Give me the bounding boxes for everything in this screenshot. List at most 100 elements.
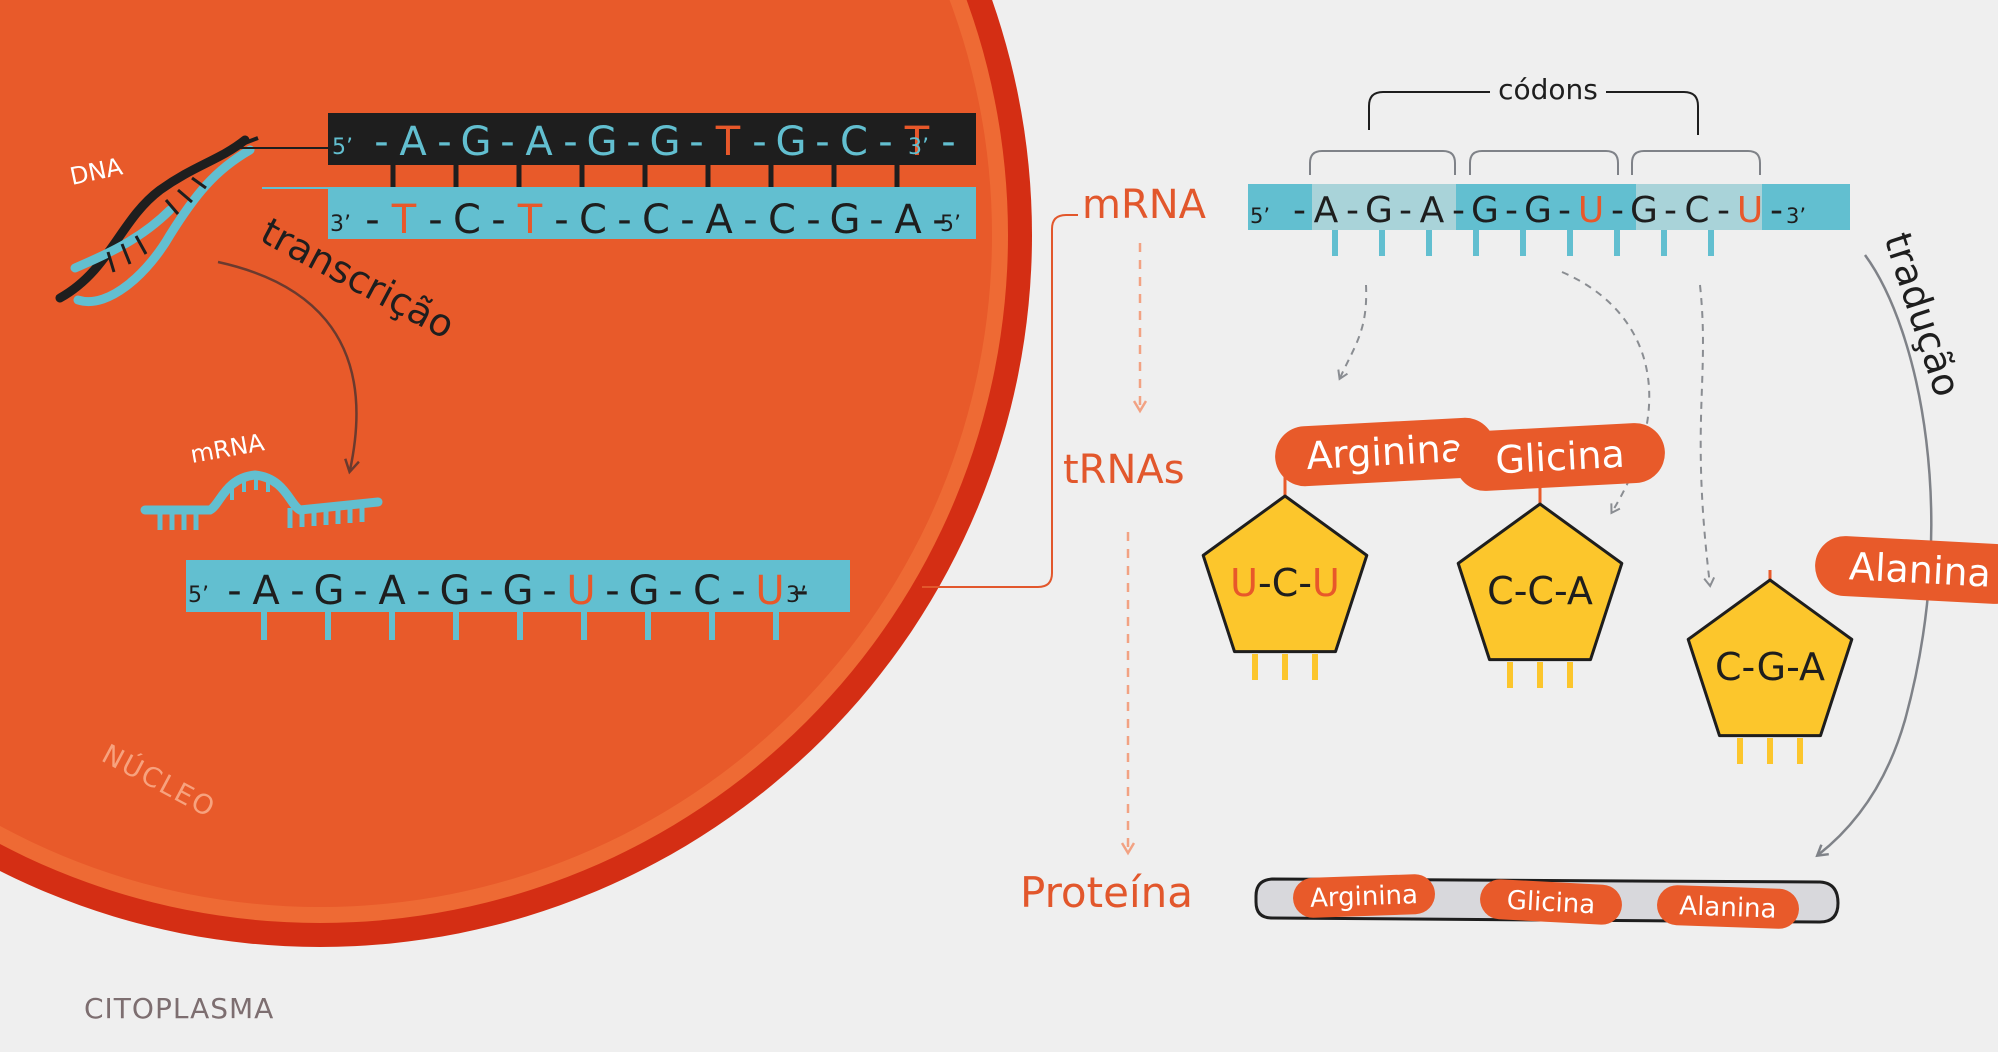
base-separator: - [290, 568, 304, 614]
protein-amino-acid-label: Alanina [1679, 891, 1777, 924]
dna-helix-icon [55, 135, 259, 306]
base-g: G [629, 568, 660, 614]
base-separator: - [554, 197, 568, 243]
base-c: C [693, 568, 721, 614]
base-a: A [399, 119, 427, 165]
protein-amino-acid: Alanina [1657, 885, 1799, 929]
base-separator: - [668, 568, 682, 614]
anticodon-base: C [1527, 569, 1554, 613]
base-separator: - [605, 568, 619, 614]
base-separator: - [1664, 190, 1677, 231]
protein-amino-acid-bg [1657, 885, 1799, 929]
dna-top-left-end: 5’ [332, 135, 353, 160]
trna-body [1686, 578, 1854, 738]
translation-arrow [1818, 254, 1933, 855]
base-c: C [579, 197, 607, 243]
base-separator: - [743, 197, 757, 243]
amino-acid-pill: Alanina [1815, 536, 1998, 604]
anticodon-base: U [1230, 561, 1258, 605]
base-c: C [642, 197, 670, 243]
base-separator: - [1346, 190, 1359, 231]
base-g: G [1365, 190, 1393, 231]
codon-bracket-2 [1469, 150, 1619, 175]
base-g: G [314, 568, 345, 614]
base-g: G [650, 119, 681, 165]
dna-top-right-end: 3’ [908, 135, 929, 160]
transcription-arrow [217, 260, 356, 470]
base-u: U [566, 568, 595, 614]
codon-bracket-1 [1309, 150, 1456, 175]
dna-bottom-strand: 3’ -T-C-T-C-C-A-C-G-A- 5’ [328, 187, 976, 243]
trna-2: C-G-A Alanina [1686, 536, 1998, 764]
base-g: G [1471, 190, 1499, 231]
base-a: A [1314, 190, 1339, 231]
codon-highlight-3 [1636, 184, 1762, 230]
base-u: U [1578, 190, 1604, 231]
protein-amino-acid-label: Arginina [1310, 880, 1419, 914]
base-separator: - [1717, 190, 1730, 231]
base-separator: - [869, 197, 883, 243]
nucleus-mrna-bar [186, 560, 850, 612]
protein-amino-acid: Arginina [1293, 874, 1435, 918]
base-separator: - [689, 119, 703, 165]
base-separator: - [626, 119, 640, 165]
stage-label-mrna: mRNA [1082, 182, 1207, 228]
base-a: A [894, 197, 922, 243]
base-c: C [453, 197, 481, 243]
base-separator: - [491, 197, 505, 243]
stage-label-trnas: tRNAs [1063, 447, 1185, 493]
base-g: G [776, 119, 807, 165]
anticodon-base: C [1272, 561, 1299, 605]
base-a: A [1420, 190, 1445, 231]
base-separator: - [416, 568, 430, 614]
base-c: C [768, 197, 796, 243]
base-t: T [391, 197, 417, 243]
base-a: A [378, 568, 406, 614]
base-separator: - [1770, 190, 1783, 231]
anticodon: U-C-U [1230, 561, 1340, 605]
base-separator: - [563, 119, 577, 165]
base-t: T [904, 119, 930, 165]
dna-bottom-left-end: 3’ [330, 212, 351, 237]
base-separator: - [815, 119, 829, 165]
nucleus-mrna-left-end: 5’ [188, 583, 209, 608]
amino-acid-label: Glicina [1494, 432, 1626, 483]
trna-body [1456, 502, 1624, 662]
base-separator: - [1558, 190, 1571, 231]
trna-body [1201, 494, 1369, 654]
base-separator: - [941, 119, 955, 165]
translation-mrna-strand: 5’ -A-G-A-G-G-U-G-C-U- 3’ [1248, 184, 1850, 256]
base-a: A [252, 568, 280, 614]
base-separator: - [878, 119, 892, 165]
anticodon: C-G-A [1715, 645, 1825, 689]
protein-amino-acid-bg [1293, 874, 1435, 918]
stage-label-protein: Proteína [1020, 868, 1193, 917]
base-t: T [715, 119, 741, 165]
base-separator: - [794, 568, 808, 614]
base-g: G [503, 568, 534, 614]
dna-bottom-right-end: 5’ [940, 212, 961, 237]
base-separator: - [1293, 190, 1306, 231]
trna-0: U-C-U Arginina [1201, 417, 1495, 680]
base-a: A [525, 119, 553, 165]
protein-amino-acid-bg [1480, 879, 1622, 925]
base-separator: - [932, 197, 946, 243]
dna-top-strand-bar [328, 113, 976, 165]
base-separator: - [479, 568, 493, 614]
base-g: G [1630, 190, 1658, 231]
base-separator: - [752, 119, 766, 165]
nucleus-mrna-right-end: 3’ [786, 583, 807, 608]
base-c: C [840, 119, 868, 165]
translation-mrna-left-end: 5’ [1250, 204, 1270, 228]
base-g: G [440, 568, 471, 614]
cytoplasm-label: CITOPLASMA [84, 992, 274, 1025]
anticodon-base: A [1799, 645, 1825, 689]
amino-acid-pill: Glicina [1455, 423, 1665, 491]
anticodon-base: U [1312, 561, 1340, 605]
base-separator: - [428, 197, 442, 243]
amino-acid-pill-bg [1455, 423, 1665, 491]
amino-acid-pill: Arginina [1275, 417, 1495, 487]
base-separator: - [500, 119, 514, 165]
